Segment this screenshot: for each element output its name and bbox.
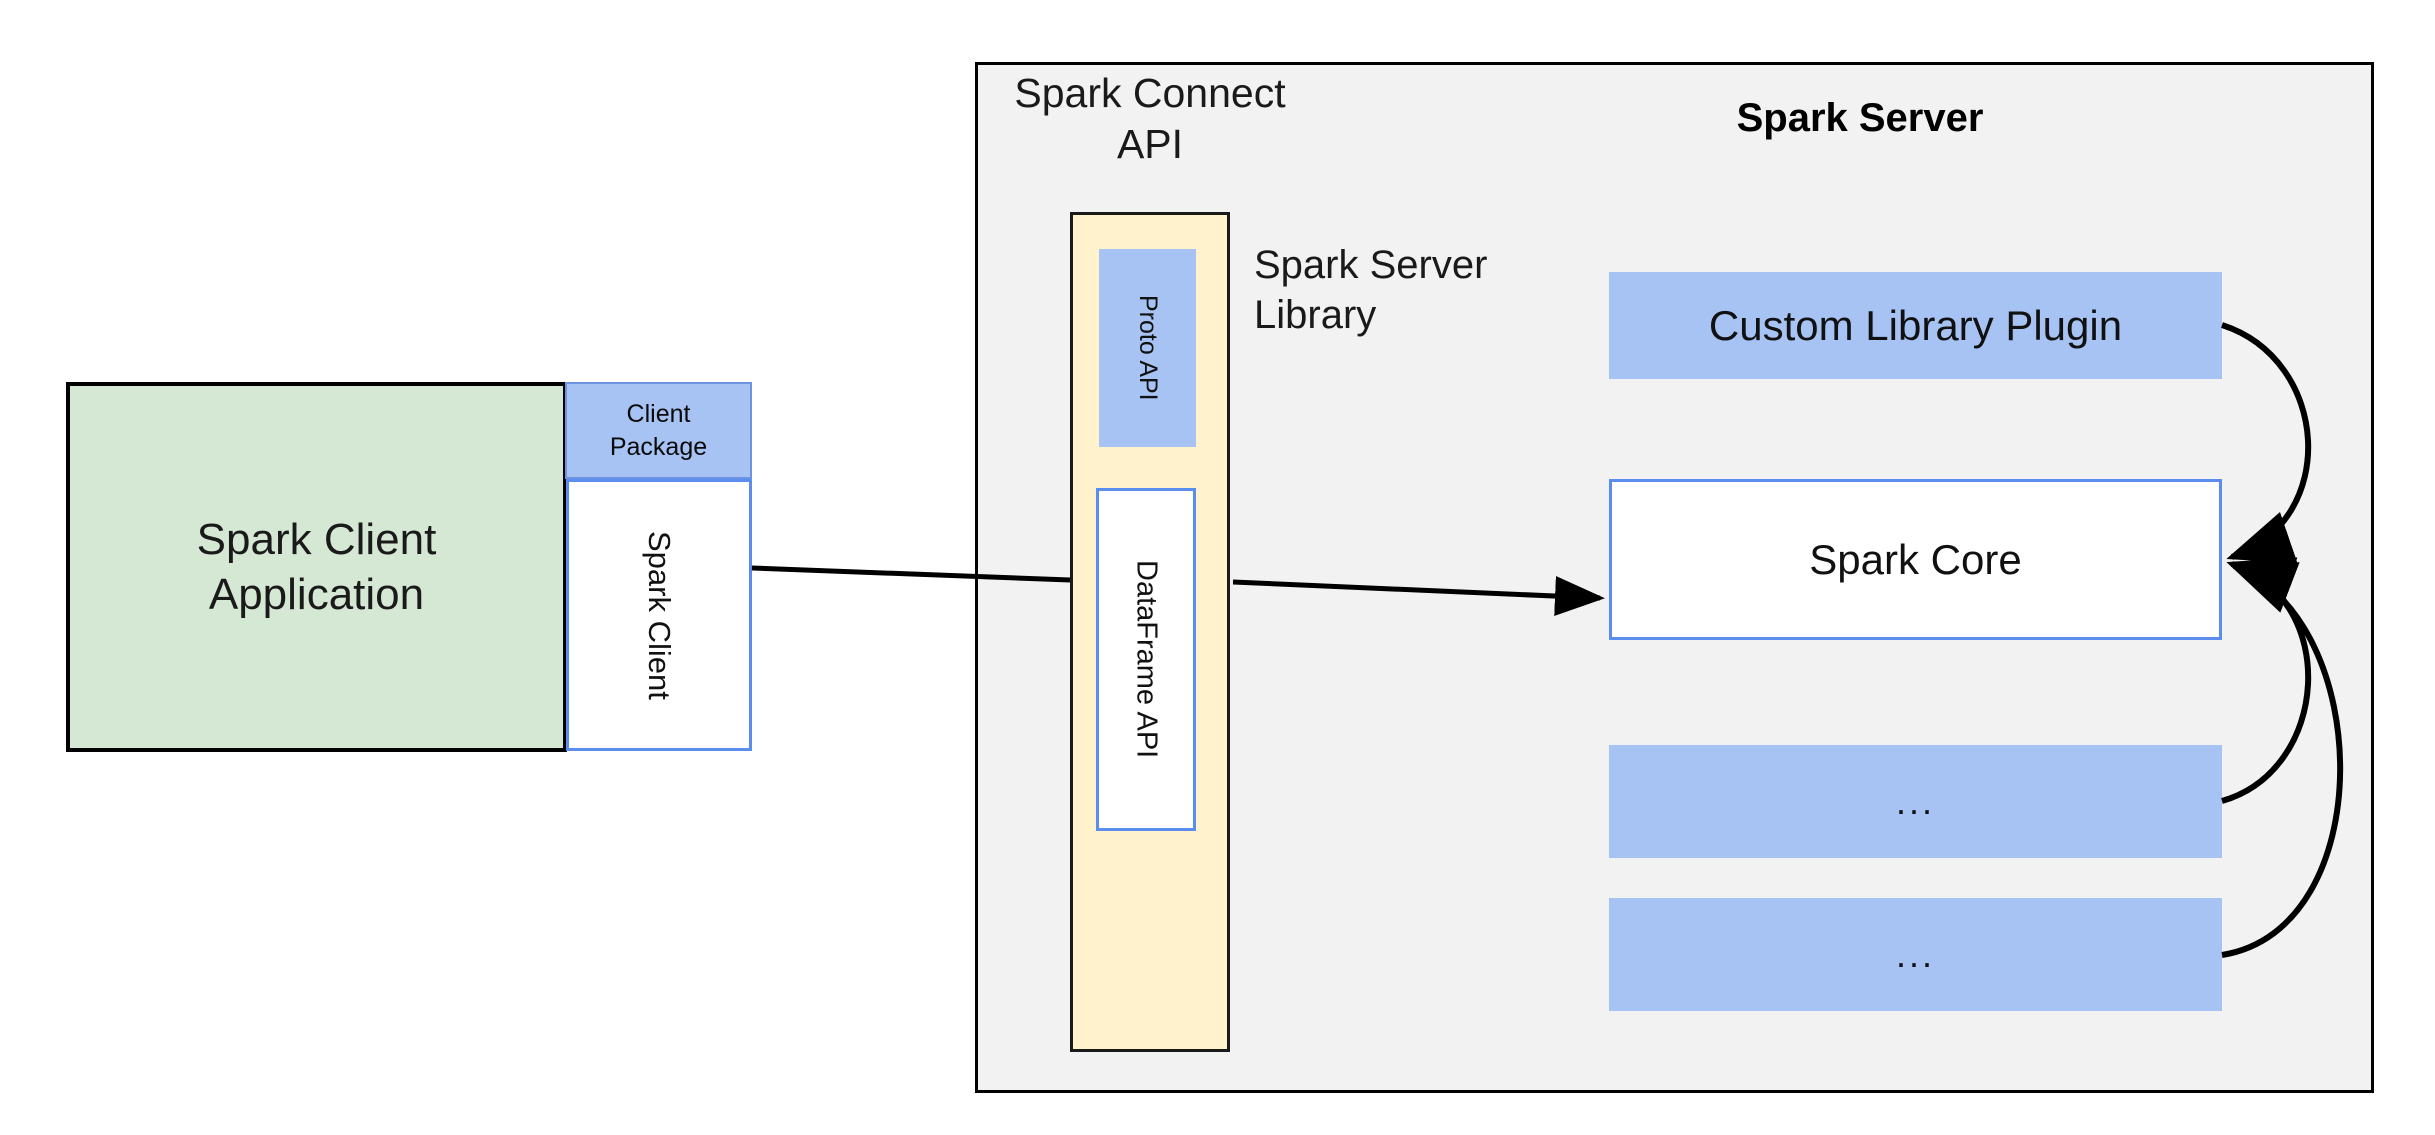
client-package-box[interactable]: Client Package [565, 382, 752, 479]
dataframe-api-box[interactable]: DataFrame API [1096, 488, 1196, 831]
spark-server-library-label-line2: Library [1254, 293, 1377, 337]
server-component-placeholder-1-label: ... [1895, 780, 1935, 822]
custom-library-plugin-label: Custom Library Plugin [1708, 301, 2123, 349]
server-component-placeholder-2[interactable]: ... [1609, 898, 2222, 1011]
spark-connect-api-label: Spark Connect API [1000, 68, 1300, 171]
spark-server-library-label: Spark Server Library [1254, 240, 1554, 340]
proto-api-label: Proto API [1134, 295, 1162, 401]
client-package-label-line1: Client [626, 400, 691, 428]
spark-connect-api-label-line2: API [1116, 121, 1184, 168]
spark-core-box[interactable]: Spark Core [1609, 479, 2222, 640]
spark-connect-api-label-line1: Spark Connect [1014, 70, 1286, 116]
spark-client-application-label-line2: Application [208, 570, 425, 619]
spark-core-label: Spark Core [1809, 535, 2022, 583]
spark-server-title: Spark Server [1736, 96, 1984, 140]
custom-library-plugin-box[interactable]: Custom Library Plugin [1609, 272, 2222, 379]
server-component-placeholder-1[interactable]: ... [1609, 745, 2222, 858]
spark-client-label: Spark Client [642, 530, 677, 700]
client-package-label-line2: Package [609, 432, 708, 461]
spark-client-box[interactable]: Spark Client [566, 479, 752, 751]
server-component-placeholder-2-label: ... [1895, 933, 1935, 975]
spark-client-application-box[interactable]: Spark Client Application [66, 382, 567, 752]
proto-api-box[interactable]: Proto API [1099, 249, 1196, 447]
spark-client-application-label-line1: Spark Client [196, 515, 437, 564]
dataframe-api-label: DataFrame API [1130, 560, 1163, 759]
spark-server-library-label-line1: Spark Server [1254, 243, 1488, 287]
